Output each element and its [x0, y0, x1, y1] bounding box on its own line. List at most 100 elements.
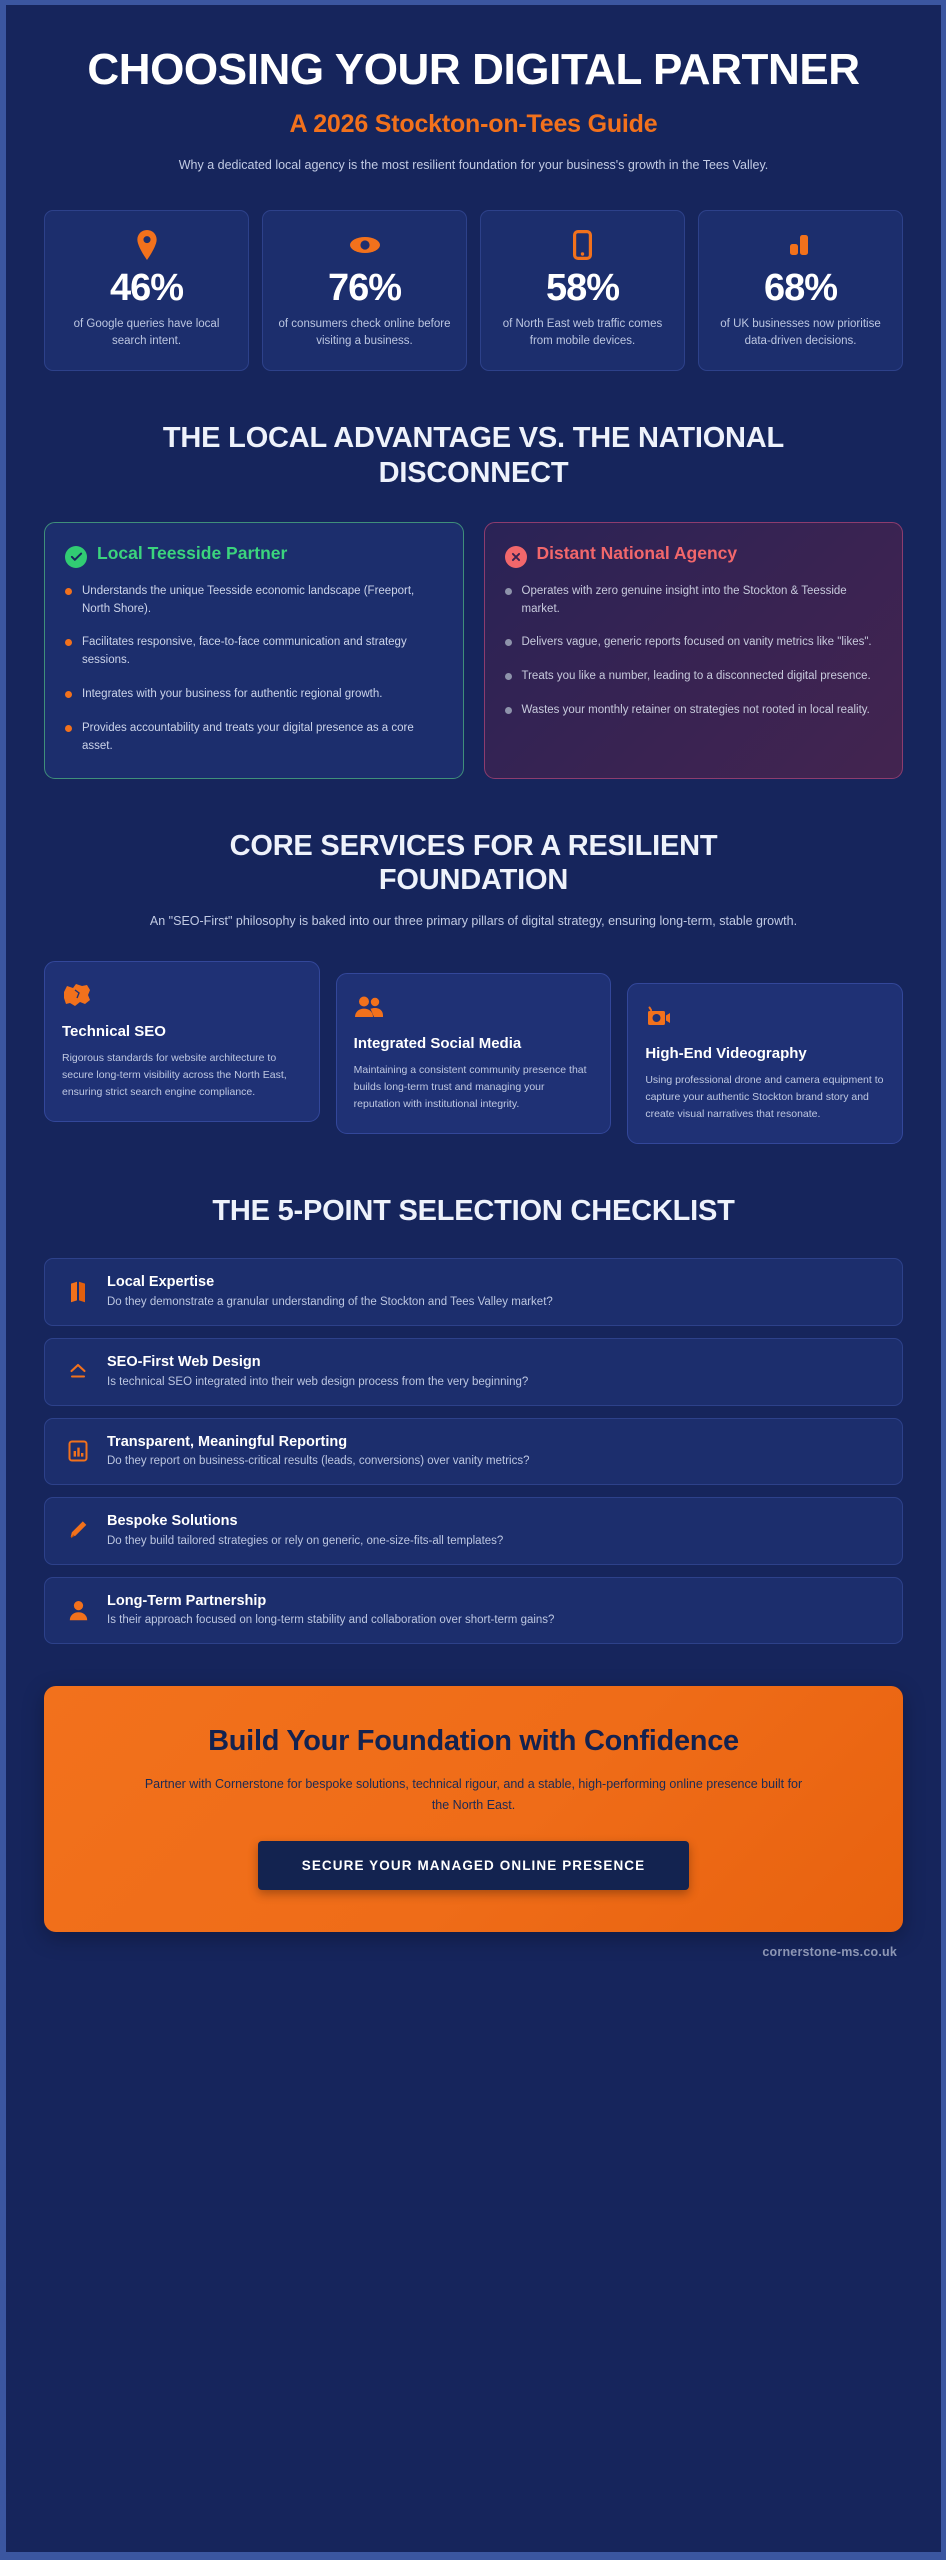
stat-value: 46%	[109, 266, 184, 309]
bar-chart-icon	[711, 230, 890, 260]
stat-value: 58%	[545, 266, 620, 309]
national-agency-title: Distant National Agency	[536, 542, 738, 563]
checklist-section: THE 5-POINT SELECTION CHECKLIST Local Ex…	[44, 1194, 903, 1645]
bullet-dot-icon	[504, 639, 512, 647]
checklist-item-desc: Do they demonstrate a granular understan…	[107, 1296, 553, 1309]
bullet-dot-icon	[504, 587, 512, 595]
comparison-heading-block: THE LOCAL ADVANTAGE VS. THE NATIONAL DIS…	[44, 421, 903, 489]
list-item: Operates with zero genuine insight into …	[504, 583, 883, 619]
list-item-text: Operates with zero genuine insight into …	[521, 584, 847, 615]
checklist-item-seo-first-web-design[interactable]: SEO-First Web Design Is technical SEO in…	[44, 1338, 903, 1406]
eye-icon	[275, 230, 454, 260]
checklist-item-desc: Is their approach focused on long-term s…	[107, 1614, 555, 1627]
checklist-item-desc: Do they build tailored strategies or rel…	[107, 1534, 504, 1547]
list-item-text: Facilitates responsive, face-to-face com…	[82, 636, 407, 667]
x-circle-icon	[504, 545, 527, 568]
local-partner-points: Understands the unique Teesside economic…	[65, 583, 443, 756]
list-item: Facilitates responsive, face-to-face com…	[65, 634, 443, 670]
list-item: Wastes your monthly retainer on strategi…	[504, 702, 883, 720]
statistics-row: 46% of Google queries have local search …	[44, 209, 903, 372]
list-item-text: Wastes your monthly retainer on strategi…	[521, 704, 870, 717]
stat-label: of North East web traffic comes from mob…	[502, 317, 663, 348]
list-item: Integrates with your business for authen…	[65, 686, 443, 704]
list-item: Treats you like a number, leading to a d…	[504, 668, 883, 686]
bullet-dot-icon	[65, 724, 72, 732]
service-title: Technical SEO	[62, 1023, 166, 1041]
list-item: Provides accountability and treats your …	[65, 720, 443, 756]
services-section: CORE SERVICES FOR A RESILIENT FOUNDATION…	[44, 829, 904, 1145]
checklist-item-local-expertise[interactable]: Local Expertise Do they demonstrate a gr…	[44, 1258, 903, 1326]
location-pin-icon	[57, 229, 236, 260]
list-item-text: Provides accountability and treats your …	[82, 721, 414, 752]
checklist-item-desc: Do they report on business-critical resu…	[107, 1455, 530, 1468]
stat-label: of Google queries have local search inte…	[73, 317, 220, 348]
service-body: Maintaining a consistent community prese…	[353, 1063, 587, 1111]
local-partner-card: Local Teesside Partner Understands the u…	[44, 521, 464, 779]
checklist-item-title: Local Expertise	[107, 1274, 215, 1291]
chevron-up-line-icon	[65, 1362, 91, 1382]
page-subtitle: A 2026 Stockton-on-Tees Guide	[289, 109, 658, 138]
section-title: CORE SERVICES FOR A RESILIENT FOUNDATION	[229, 829, 718, 896]
bullet-dot-icon	[65, 691, 72, 699]
hero-section: CHOOSING YOUR DIGITAL PARTNER A 2026 Sto…	[44, 35, 903, 175]
section-title: THE 5-POINT SELECTION CHECKLIST	[212, 1195, 735, 1228]
checklist-item-long-term-partnership[interactable]: Long-Term Partnership Is their approach …	[44, 1576, 903, 1645]
list-item-text: Integrates with your business for authen…	[82, 688, 383, 701]
service-title: Integrated Social Media	[353, 1035, 522, 1053]
mobile-phone-icon	[493, 229, 672, 260]
comparison-section: THE LOCAL ADVANTAGE VS. THE NATIONAL DIS…	[44, 421, 903, 779]
national-agency-points: Operates with zero genuine insight into …	[504, 583, 883, 720]
checklist-item-title: Long-Term Partnership	[107, 1592, 267, 1609]
service-body: Rigorous standards for website architect…	[62, 1051, 287, 1099]
bullet-dot-icon	[504, 673, 512, 681]
bullet-dot-icon	[65, 587, 72, 595]
map-region-icon	[62, 980, 302, 1010]
service-card: Technical SEO Rigorous standards for web…	[44, 961, 320, 1123]
page-title: CHOOSING YOUR DIGITAL PARTNER	[87, 45, 860, 94]
stat-card: 58% of North East web traffic comes from…	[480, 209, 685, 372]
checklist-item-desc: Is technical SEO integrated into their w…	[107, 1375, 529, 1388]
checklist-item-title: Bespoke Solutions	[107, 1513, 238, 1530]
service-body: Using professional drone and camera equi…	[645, 1073, 884, 1121]
section-subtitle: An "SEO-First" philosophy is baked into …	[149, 913, 798, 928]
list-item-text: Understands the unique Teesside economic…	[82, 584, 415, 615]
hero-description: Why a dedicated local agency is the most…	[178, 157, 769, 172]
map-book-icon	[65, 1281, 91, 1303]
cta-description: Partner with Cornerstone for bespoke sol…	[144, 1777, 803, 1812]
service-card: Integrated Social Media Maintaining a co…	[335, 973, 612, 1135]
service-title: High-End Videography	[645, 1045, 807, 1063]
cta-title: Build Your Foundation with Confidence	[208, 1725, 739, 1758]
video-camera-icon	[645, 1002, 885, 1032]
stat-card: 76% of consumers check online before vis…	[262, 209, 467, 372]
stat-label: of consumers check online before visitin…	[278, 317, 451, 348]
services-heading-block: CORE SERVICES FOR A RESILIENT FOUNDATION…	[44, 829, 903, 932]
stat-value: 68%	[763, 266, 838, 309]
stat-value: 76%	[327, 266, 402, 309]
check-circle-icon	[65, 545, 87, 568]
national-agency-card: Distant National Agency Operates with ze…	[483, 521, 903, 779]
pencil-icon	[65, 1520, 91, 1542]
stat-label: of UK businesses now prioritise data-dri…	[720, 317, 881, 348]
chart-report-icon	[65, 1440, 91, 1462]
local-partner-title: Local Teesside Partner	[97, 542, 288, 563]
people-group-icon	[354, 992, 594, 1022]
bullet-dot-icon	[504, 707, 512, 715]
person-icon	[65, 1600, 91, 1621]
list-item: Understands the unique Teesside economic…	[65, 583, 443, 619]
list-item: Delivers vague, generic reports focused …	[504, 634, 883, 652]
service-card: High-End Videography Using professional …	[627, 983, 904, 1145]
checklist-item-title: SEO-First Web Design	[107, 1354, 261, 1370]
list-item-text: Delivers vague, generic reports focused …	[521, 636, 872, 649]
footer-website: cornerstone-ms.co.uk	[762, 1944, 897, 1959]
checklist-heading-block: THE 5-POINT SELECTION CHECKLIST	[44, 1194, 903, 1228]
secure-online-presence-button[interactable]: SECURE YOUR MANAGED ONLINE PRESENCE	[257, 1840, 690, 1890]
section-title: THE LOCAL ADVANTAGE VS. THE NATIONAL DIS…	[162, 422, 785, 489]
cta-banner: Build Your Foundation with Confidence Pa…	[44, 1686, 903, 1932]
bullet-dot-icon	[65, 639, 72, 647]
stat-card: 46% of Google queries have local search …	[44, 209, 249, 372]
checklist-item-bespoke-solutions[interactable]: Bespoke Solutions Do they build tailored…	[44, 1497, 903, 1565]
stat-card: 68% of UK businesses now prioritise data…	[698, 209, 903, 372]
checklist-item-title: Transparent, Meaningful Reporting	[107, 1433, 348, 1450]
checklist-item-transparent-reporting[interactable]: Transparent, Meaningful Reporting Do the…	[44, 1417, 903, 1486]
